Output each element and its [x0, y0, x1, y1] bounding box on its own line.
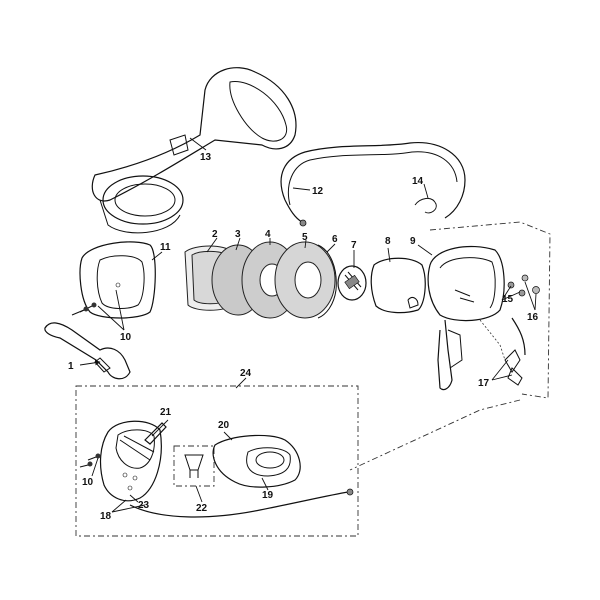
callout-6: 6	[332, 234, 338, 245]
callout-19: 19	[262, 490, 274, 501]
part-headband-wire	[280, 142, 466, 227]
callout-9: 9	[410, 236, 416, 247]
callout-17: 17	[478, 378, 490, 389]
callout-21: 21	[160, 407, 172, 418]
callout-labels: 1 2 3 4 5 6 7 8 9 10 10 11 12 13 14 15 1…	[68, 152, 539, 522]
leader-dash-upper	[429, 221, 551, 399]
callout-2: 2	[212, 229, 218, 240]
callout-8: 8	[385, 236, 391, 247]
part-outer-cushion	[79, 241, 156, 319]
box-mic-assembly	[75, 385, 359, 537]
leader-dot-cable	[479, 319, 506, 361]
callout-13: 13	[200, 152, 212, 163]
callout-7: 7	[351, 240, 357, 251]
part-ring-6	[317, 244, 337, 319]
part-pad-5	[274, 241, 336, 319]
callout-3: 3	[235, 229, 241, 240]
part-inner-pad-8	[370, 257, 426, 314]
leader-dash-cable	[349, 399, 521, 471]
part-ear-cup-9	[427, 245, 505, 391]
callout-10-lower: 10	[82, 477, 94, 488]
part-boom-clip	[44, 322, 131, 380]
callout-10-upper: 10	[120, 332, 132, 343]
callout-14: 14	[412, 176, 424, 187]
part-speaker-7	[337, 265, 367, 301]
callout-15: 15	[502, 294, 514, 305]
part-screws-upper	[71, 289, 125, 331]
callout-1: 1	[68, 361, 74, 372]
callout-5: 5	[302, 232, 308, 243]
part-bolts-15-16	[501, 274, 540, 311]
leader-lines	[151, 137, 433, 503]
part-head-strap	[91, 67, 297, 234]
callout-24: 24	[240, 368, 252, 379]
part-cable-clip-17	[491, 317, 526, 386]
callout-12: 12	[312, 186, 324, 197]
callout-22: 22	[196, 503, 208, 514]
callout-4: 4	[265, 229, 271, 240]
callout-20: 20	[218, 420, 230, 431]
callout-23: 23	[138, 500, 150, 511]
callout-18: 18	[100, 511, 112, 522]
callout-11: 11	[160, 242, 171, 253]
callout-16: 16	[527, 312, 539, 323]
